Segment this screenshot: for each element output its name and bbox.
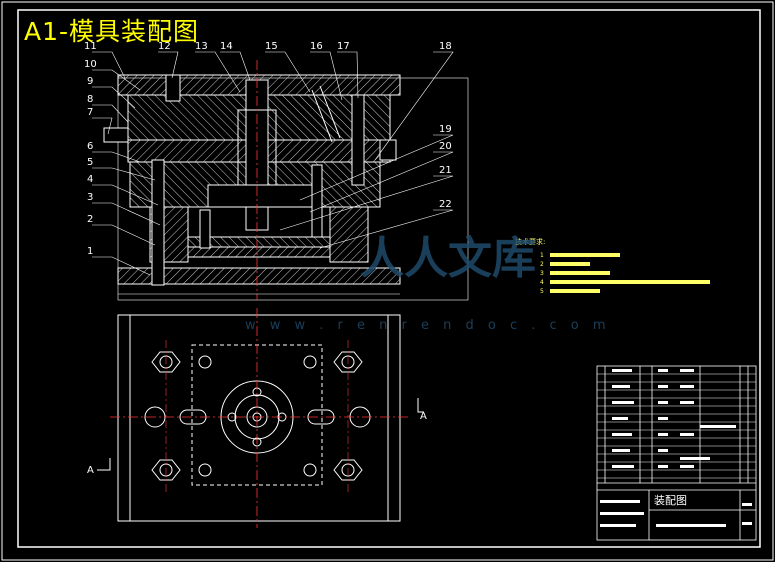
part-label: 3 <box>87 192 93 203</box>
section-arrow-right <box>417 398 424 413</box>
part-label: 14 <box>220 41 233 52</box>
section-marker-right: A <box>420 411 427 422</box>
support-block-right <box>329 206 369 263</box>
watermark-main: 人人文库 <box>360 233 536 284</box>
plan-bolt-tl <box>151 351 181 373</box>
part-label: 4 <box>87 174 93 185</box>
part-label: 18 <box>439 41 452 52</box>
parts-list-text-blocks <box>600 369 752 527</box>
watermark-url: w w w . r e n r e n d o c . c o m <box>245 318 611 333</box>
part-label: 5 <box>87 157 93 168</box>
return-pin-right <box>311 164 323 238</box>
plan-bolt-br <box>333 459 363 481</box>
tech-item: 2 <box>540 261 544 268</box>
angled-pin-a <box>311 89 333 143</box>
tech-heading: 技术要求: <box>515 237 545 246</box>
tech-item: 5 <box>540 288 544 295</box>
section-arrow-left <box>97 458 111 471</box>
part-label: 19 <box>439 124 452 135</box>
inner-frame <box>17 9 761 548</box>
side-block-right <box>379 139 397 161</box>
title-block-outer <box>596 365 757 541</box>
section-marker-left: A <box>87 465 94 476</box>
part-label: 2 <box>87 214 93 225</box>
part-label: 20 <box>439 141 452 152</box>
guide-pin-right <box>351 94 365 186</box>
tech-item: 3 <box>540 270 544 277</box>
top-plan-view <box>97 308 424 528</box>
tech-item: 1 <box>540 252 544 259</box>
tech-text-blocks <box>550 253 710 293</box>
tech-requirements: 技术要求: 1 2 3 4 5 <box>515 237 545 295</box>
part-label: 1 <box>87 246 93 257</box>
bottom-plate <box>117 267 401 285</box>
top-screw <box>165 74 181 102</box>
title-block <box>596 365 757 541</box>
side-stopper <box>103 127 129 143</box>
part-label: 21 <box>439 165 452 176</box>
part-label: 13 <box>195 41 208 52</box>
guide-pin-left <box>151 159 165 286</box>
part-label: 15 <box>265 41 278 52</box>
leaders-left <box>92 51 454 276</box>
front-section-view <box>103 60 469 301</box>
ejector-plate-2 <box>187 246 331 258</box>
part-label: 22 <box>439 199 452 210</box>
angled-pin-b <box>319 85 341 139</box>
part-label: 8 <box>87 94 93 105</box>
part-label: 17 <box>337 41 350 52</box>
part-label: 16 <box>310 41 323 52</box>
title-block-name: 装配图 <box>654 494 687 507</box>
part-label: 6 <box>87 141 93 152</box>
part-label: 7 <box>87 107 93 118</box>
tech-item: 4 <box>540 279 544 286</box>
part-label: 12 <box>158 41 171 52</box>
part-label: 11 <box>84 41 97 52</box>
section-markers: A A <box>87 411 427 476</box>
plan-outline <box>117 314 401 522</box>
parts-list-rows <box>597 373 756 479</box>
return-pin-left <box>199 209 211 249</box>
cavity-void <box>207 184 313 208</box>
part-label: 9 <box>87 76 93 87</box>
plan-bolt-bl <box>151 459 181 481</box>
plan-bolt-tr <box>333 351 363 373</box>
part-labels: 1 2 3 4 5 6 7 8 9 10 11 12 13 14 15 16 1… <box>84 41 452 257</box>
drawing-title: A1-模具装配图 <box>24 17 200 46</box>
part-label: 10 <box>84 59 97 70</box>
